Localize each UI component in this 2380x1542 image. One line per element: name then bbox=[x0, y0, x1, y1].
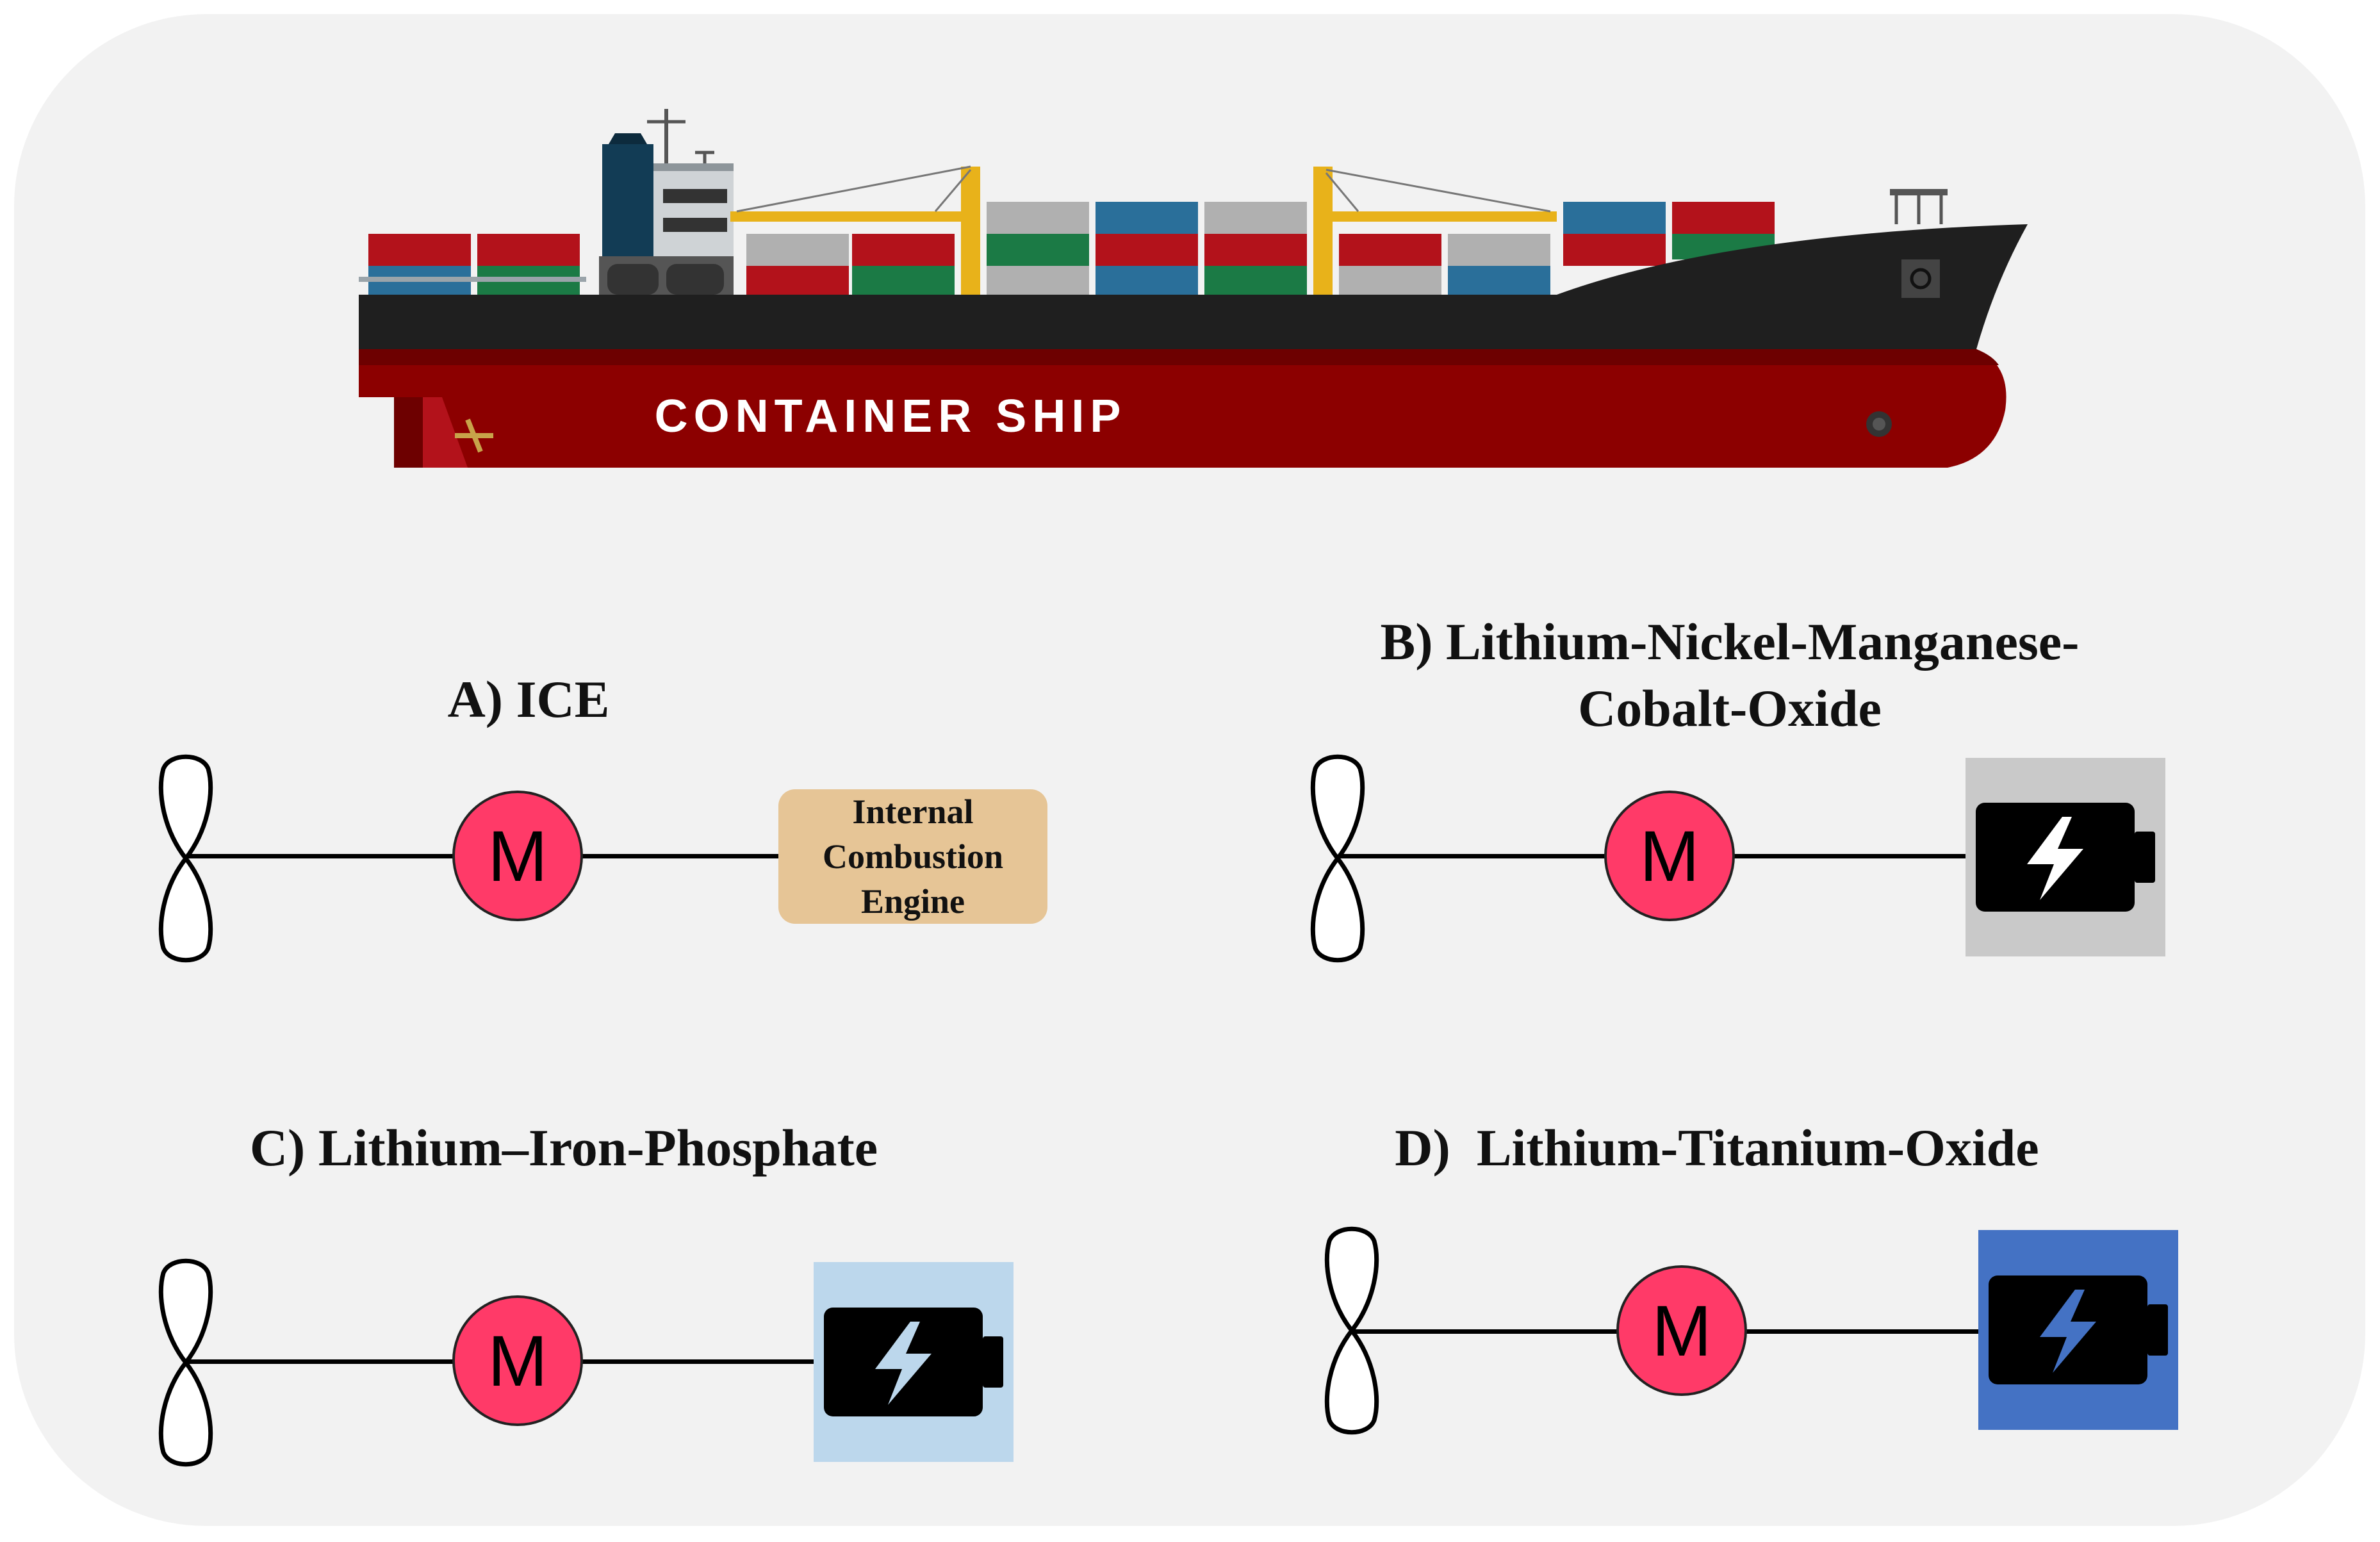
panel-b-title: B) Lithium-Nickel-Manganese- Cobalt-Oxid… bbox=[1320, 609, 2140, 742]
motor-icon: M bbox=[452, 1295, 583, 1426]
motor-icon: M bbox=[452, 791, 583, 921]
container-ship-illustration bbox=[359, 109, 2028, 468]
battery-lfp-box bbox=[814, 1262, 1014, 1462]
ship-label: CONTAINER SHIP bbox=[654, 391, 1127, 442]
battery-charging-icon bbox=[1989, 1275, 2168, 1384]
panel-a-title: A) ICE bbox=[447, 670, 610, 728]
motor-icon: M bbox=[1616, 1265, 1747, 1396]
engine-label-line3: Engine bbox=[860, 882, 965, 921]
battery-lto-box bbox=[1978, 1230, 2178, 1430]
propeller-icon bbox=[1324, 1226, 1379, 1435]
battery-charging-icon bbox=[824, 1308, 1003, 1416]
motor-icon: M bbox=[1604, 791, 1735, 921]
engine-label-line2: Combustion bbox=[822, 837, 1004, 876]
propeller-icon bbox=[1310, 754, 1365, 963]
engine-label-line1: Internal bbox=[852, 792, 974, 831]
battery-nmc-box bbox=[1966, 758, 2165, 956]
panel-d-title: D) Lithium-Titanium-Oxide bbox=[1395, 1119, 2039, 1177]
propeller-icon bbox=[158, 754, 213, 963]
battery-charging-icon bbox=[1976, 803, 2155, 912]
propeller-icon bbox=[158, 1258, 213, 1467]
panel-b-title-line1: B) Lithium-Nickel-Manganese- bbox=[1380, 612, 2080, 671]
internal-combustion-engine-box: Internal Combustion Engine bbox=[778, 789, 1047, 924]
panel-c-title: C) Lithium–Iron-Phosphate bbox=[249, 1119, 878, 1177]
panel-b-title-line2: Cobalt-Oxide bbox=[1578, 679, 1882, 737]
